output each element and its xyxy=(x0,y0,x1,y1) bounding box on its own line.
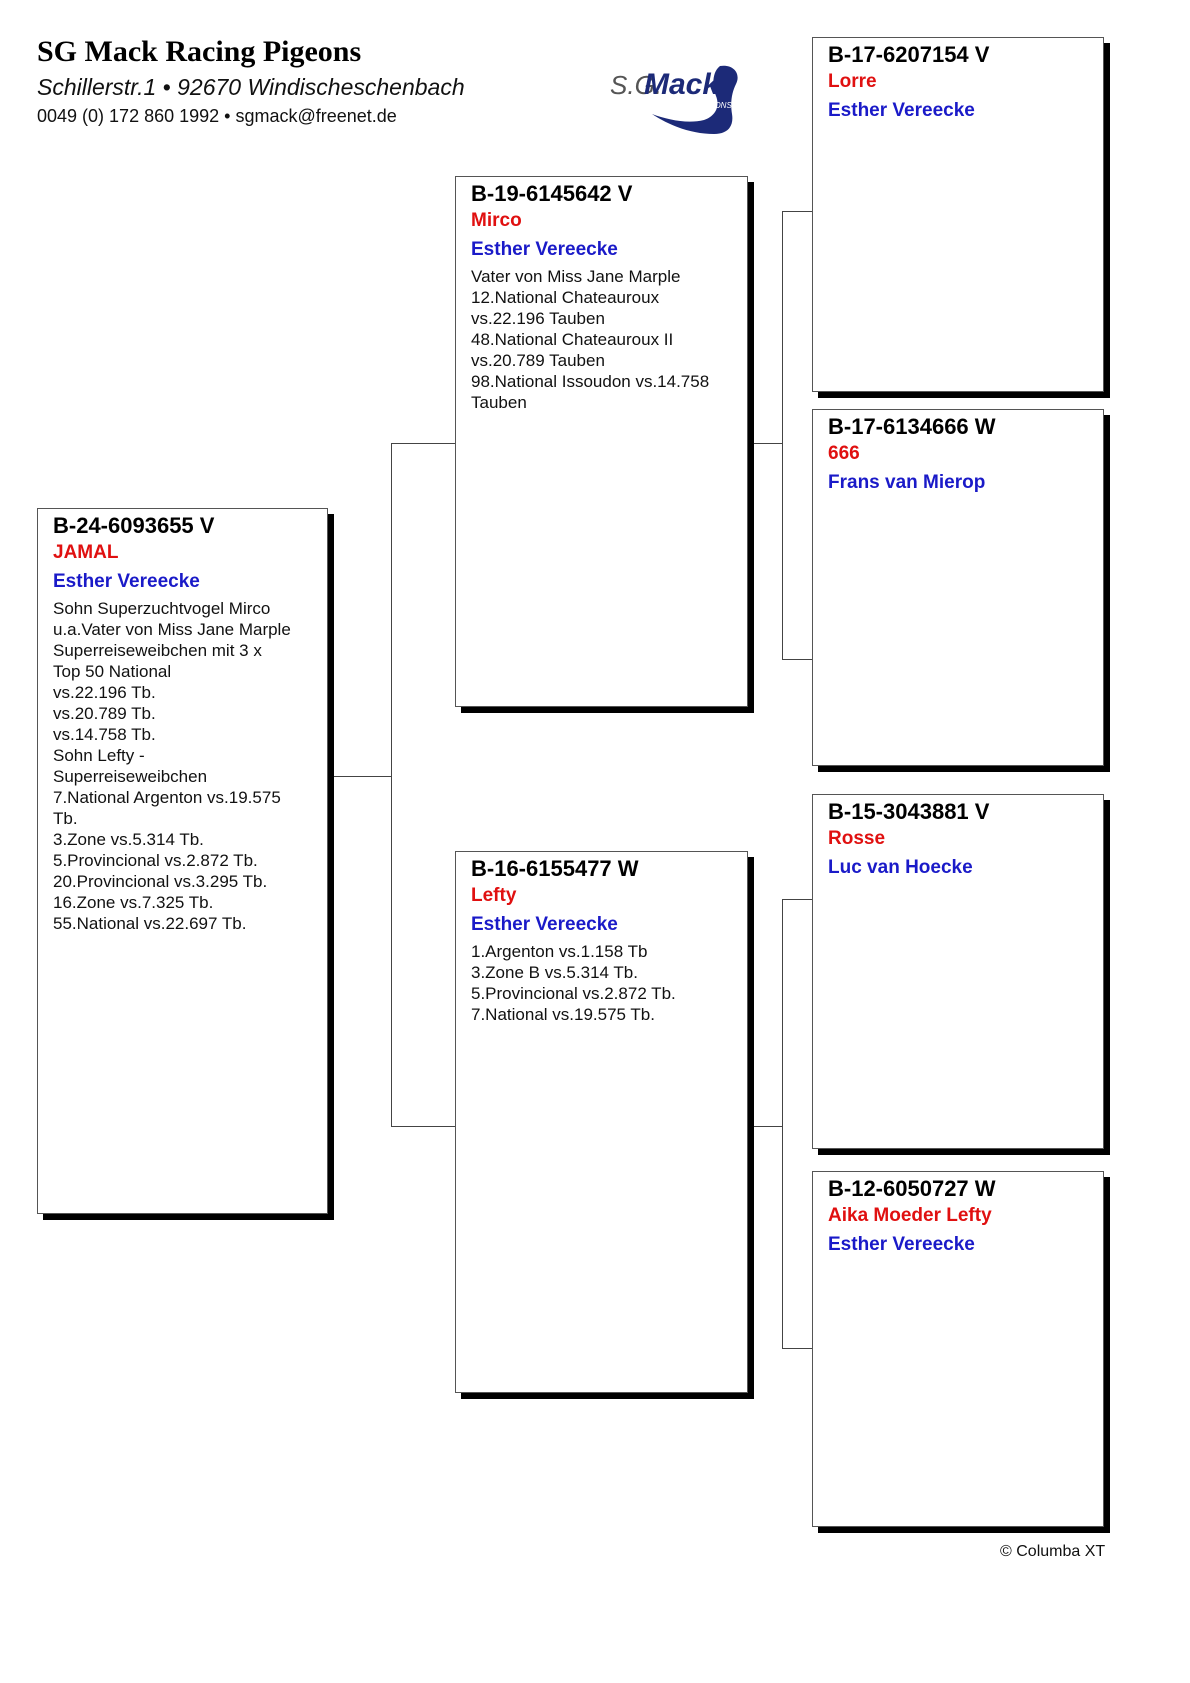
logo-main: Mack xyxy=(644,68,720,101)
pigeon-card-sire: B-19-6145642 V Mirco Esther Vereecke Vat… xyxy=(455,176,748,707)
pigeon-card-dam: B-16-6155477 W Lefty Esther Vereecke 1.A… xyxy=(455,851,748,1393)
connector-line xyxy=(782,899,783,1348)
ring-number: B-12-6050727 W xyxy=(828,1176,996,1201)
pigeon-name: Rosse xyxy=(828,828,886,849)
breeder-name: Esther Vereecke xyxy=(471,914,618,935)
pigeon-name: Mirco xyxy=(471,210,522,231)
address: Schillerstr.1 • 92670 Windischeschenbach xyxy=(37,74,465,100)
pigeon-info: Vater von Miss Jane Marple 12.National C… xyxy=(471,267,710,412)
pigeon-name: Lefty xyxy=(471,885,517,906)
contact-info: 0049 (0) 172 860 1992 • sgmack@freenet.d… xyxy=(37,106,397,126)
connector-line xyxy=(391,443,392,1127)
connector-line xyxy=(748,1126,782,1127)
pigeon-card-subject: B-24-6093655 V JAMAL Esther Vereecke Soh… xyxy=(37,508,328,1214)
breeder-name: Esther Vereecke xyxy=(828,1234,975,1255)
pigeon-name: Lorre xyxy=(828,71,877,92)
breeder-name: Esther Vereecke xyxy=(471,239,618,260)
ring-number: B-24-6093655 V xyxy=(53,513,215,538)
connector-line xyxy=(782,659,812,660)
logo-initials: S.G. xyxy=(610,70,662,100)
header: SG Mack Racing Pigeons Schillerstr.1 • 9… xyxy=(37,34,465,128)
connector-line xyxy=(748,443,782,444)
pigeon-name: Aika Moeder Lefty xyxy=(828,1205,992,1226)
pigeon-card-dam-dam: B-12-6050727 W Aika Moeder Lefty Esther … xyxy=(812,1171,1104,1527)
connector-line xyxy=(782,1348,812,1349)
pigeon-card-sire-sire: B-17-6207154 V Lorre Esther Vereecke xyxy=(812,37,1104,392)
ring-number: B-17-6134666 W xyxy=(828,414,996,439)
ring-number: B-16-6155477 W xyxy=(471,856,639,881)
pigeon-logo-icon: S.G. Mack RACING PIGEONS xyxy=(610,65,738,134)
connector-line xyxy=(328,776,391,777)
connector-line xyxy=(391,1126,455,1127)
pigeon-name: 666 xyxy=(828,443,860,464)
pigeon-name: JAMAL xyxy=(53,542,119,563)
connector-line xyxy=(391,443,455,444)
copyright: © Columba XT xyxy=(1000,1543,1106,1560)
connector-line xyxy=(782,211,783,660)
ring-number: B-15-3043881 V xyxy=(828,799,990,824)
logo: S.G. Mack RACING PIGEONS xyxy=(608,62,746,142)
connector-line xyxy=(782,211,812,212)
ring-number: B-17-6207154 V xyxy=(828,42,990,67)
pigeon-info: Sohn Superzuchtvogel Mirco u.a.Vater von… xyxy=(53,599,291,933)
breeder-name: Luc van Hoecke xyxy=(828,857,973,878)
breeder-name: Esther Vereecke xyxy=(53,571,200,592)
page-title: SG Mack Racing Pigeons xyxy=(37,35,362,68)
connector-line xyxy=(782,899,812,900)
pigeon-info: 1.Argenton vs.1.158 Tb 3.Zone B vs.5.314… xyxy=(471,942,676,1024)
breeder-name: Frans van Mierop xyxy=(828,472,986,493)
ring-number: B-19-6145642 V xyxy=(471,181,633,206)
logo-sub: RACING PIGEONS xyxy=(662,101,732,110)
pigeon-card-dam-sire: B-15-3043881 V Rosse Luc van Hoecke xyxy=(812,794,1104,1149)
breeder-name: Esther Vereecke xyxy=(828,100,975,121)
pigeon-card-sire-dam: B-17-6134666 W 666 Frans van Mierop xyxy=(812,409,1104,766)
